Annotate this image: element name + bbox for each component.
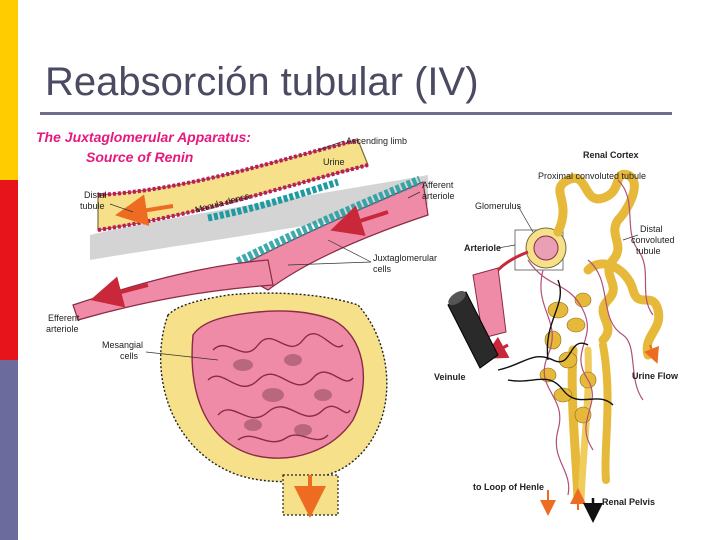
tubule-cell-row-top (97, 138, 359, 197)
accent-bar-blue (0, 360, 18, 540)
peritubular-capillaries (527, 179, 654, 496)
proximal-convoluted-tubule (553, 169, 639, 345)
macula-densa-cells (207, 178, 340, 222)
label-afferent-arteriole-1: Afferent (422, 180, 454, 190)
afferent-branch (496, 250, 529, 272)
slide-title: Reabsorción tubular (IV) (45, 60, 479, 104)
afferent-flow-arrow (330, 205, 389, 236)
accent-bar-yellow (0, 0, 18, 180)
accent-bar-red (0, 180, 18, 360)
right-panel: Renal Cortex Proximal convoluted tubule … (434, 150, 679, 523)
label-urine-flow: Urine Flow (632, 371, 679, 381)
label-veinule: Veinule (434, 372, 466, 382)
arteriole-vessel (472, 267, 507, 339)
urine-flow-arrow (115, 194, 174, 227)
label-jg-cells-2: cells (373, 264, 392, 274)
collecting-duct (599, 341, 612, 484)
label-urine: Urine (323, 157, 345, 167)
loop-of-henle-descending (567, 345, 583, 505)
capillary-loops (207, 333, 354, 443)
label-efferent-arteriole-2: arteriole (46, 324, 79, 334)
label-loop-of-henle: to Loop of Henle (473, 482, 544, 492)
label-ascending-limb: Ascending limb (346, 136, 407, 146)
efferent-flow-arrow (90, 276, 149, 308)
interstitium-band (90, 175, 428, 260)
left-panel: The Juxtaglomerular Apparatus: Source of… (36, 129, 455, 518)
label-arteriole: Arteriole (464, 243, 501, 253)
label-efferent-arteriole-1: Efferent (48, 313, 80, 323)
diagram-heading-line2: Source of Renin (86, 149, 193, 165)
distal-convoluted-tubule (583, 259, 664, 360)
veinule-opening (448, 290, 466, 306)
glomerular-gaps (233, 354, 332, 436)
glomerular-tuft (191, 310, 365, 459)
label-glomerulus: Glomerulus (475, 201, 522, 211)
tubule-cell-row-bottom (97, 163, 369, 232)
label-renal-cortex: Renal Cortex (583, 150, 639, 160)
label-jg-cells-1: Juxtaglomerular (373, 253, 437, 263)
juxtaglomerular-diagram: The Juxtaglomerular Apparatus: Source of… (36, 129, 679, 523)
left-leader-lines (109, 140, 421, 361)
diagram-heading-line1: The Juxtaglomerular Apparatus: (36, 129, 251, 145)
jg-cells-layer (235, 175, 422, 267)
label-afferent-arteriole-2: arteriole (422, 191, 455, 201)
urine-flow-arrow-right (644, 344, 659, 364)
label-renal-pelvis: Renal Pelvis (602, 497, 655, 507)
label-distal-tubule-1: Distal (84, 190, 107, 200)
label-mesangial-cells-1: Mesangial (102, 340, 143, 350)
title-underline (40, 112, 672, 115)
label-proximal-tubule: Proximal convoluted tubule (538, 171, 646, 181)
glomerulus-tuft (533, 235, 559, 261)
label-mesangial-cells-2: cells (120, 351, 139, 361)
label-distal-convoluted-3: tubule (636, 246, 661, 256)
right-leader-lines (497, 205, 639, 249)
venous-network (497, 279, 614, 406)
label-distal-convoluted-1: Distal (640, 224, 663, 234)
label-distal-tubule-2: tubule (80, 201, 105, 211)
label-distal-convoluted-2: convoluted (631, 235, 675, 245)
